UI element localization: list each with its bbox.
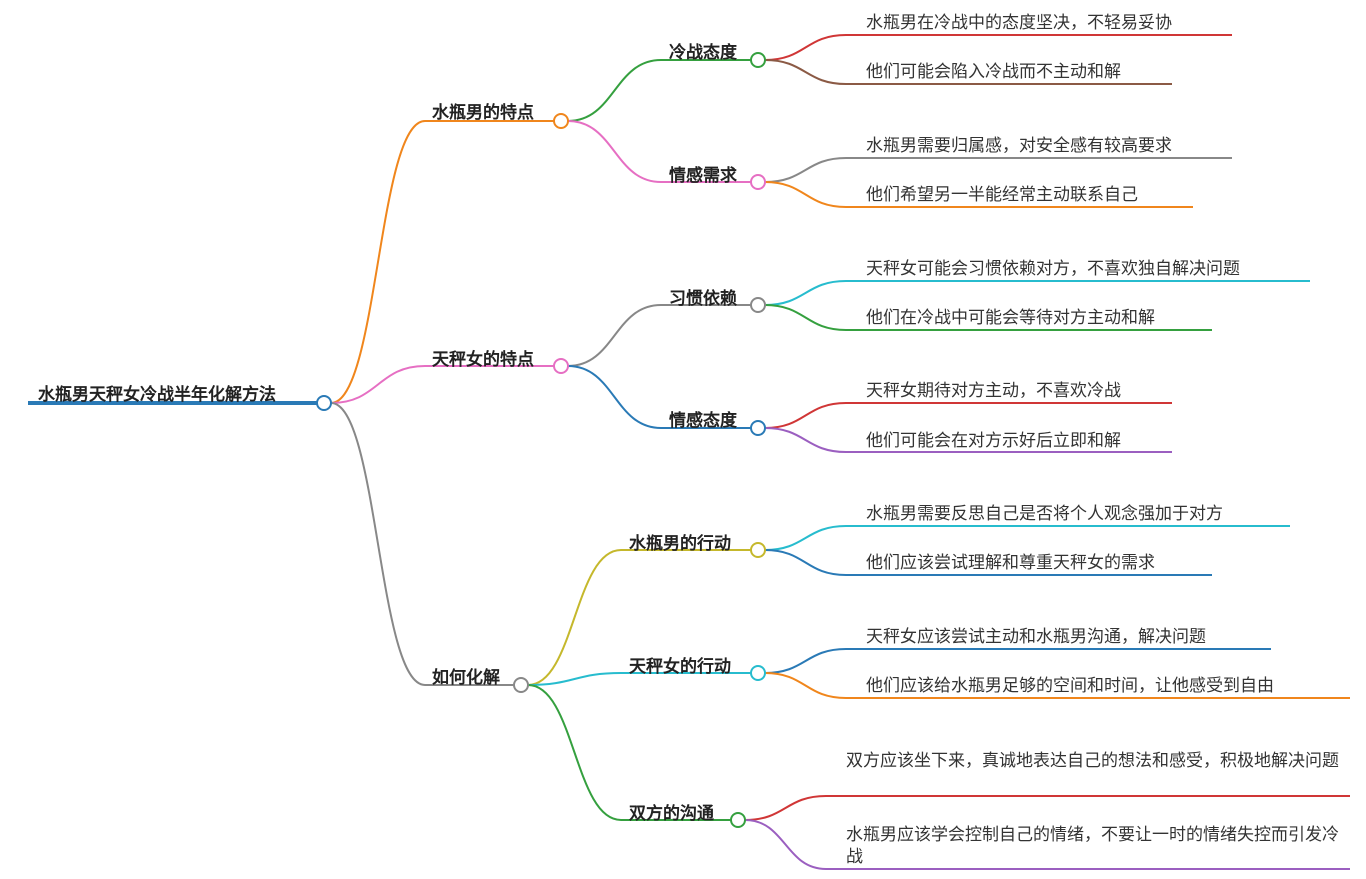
leaf-connector — [764, 280, 847, 306]
leaf-connector — [764, 181, 847, 208]
subbranch-connector — [527, 684, 622, 821]
node-emotional-attitude: 情感态度 — [669, 411, 737, 431]
node-cold-war-attitude: 冷战态度 — [669, 43, 737, 63]
leaf-connector — [744, 819, 827, 870]
leaf-text: 他们应该给水瓶男足够的空间和时间，让他感受到自由 — [866, 676, 1274, 696]
leaf-text: 天秤女应该尝试主动和水瓶男沟通，解决问题 — [866, 627, 1206, 647]
leaf-connector — [764, 427, 847, 453]
node-emotional-needs: 情感需求 — [669, 166, 737, 186]
leaf-text: 水瓶男需要归属感，对安全感有较高要求 — [866, 136, 1172, 156]
leaf-text: 双方应该坐下来，真诚地表达自己的想法和感受，积极地解决问题 — [846, 751, 1339, 771]
subbranch-connector — [567, 59, 662, 122]
branch-connector — [330, 365, 426, 404]
leaf-connector — [764, 402, 847, 429]
subbranch-connector — [527, 549, 622, 686]
leaf-text: 他们可能会在对方示好后立即和解 — [866, 431, 1121, 451]
subbranch-node-circle[interactable] — [750, 665, 766, 681]
subbranch-connector — [527, 672, 622, 686]
subbranch-connector — [567, 120, 662, 183]
subbranch-connector — [567, 304, 662, 367]
leaf-connector — [764, 672, 847, 699]
subbranch-connector — [567, 365, 662, 429]
branch-libra-traits: 天秤女的特点 — [432, 350, 534, 370]
leaf-text: 他们可能会陷入冷战而不主动和解 — [866, 62, 1121, 82]
leaf-text: 他们应该尝试理解和尊重天秤女的需求 — [866, 553, 1155, 573]
node-mutual-communication: 双方的沟通 — [629, 804, 714, 824]
subbranch-node-circle[interactable] — [730, 812, 746, 828]
subbranch-node-circle[interactable] — [750, 420, 766, 436]
root-node-circle[interactable] — [316, 395, 332, 411]
subbranch-node-circle[interactable] — [750, 297, 766, 313]
leaf-connector — [764, 525, 847, 551]
leaf-connector — [764, 34, 847, 61]
branch-node-circle[interactable] — [553, 113, 569, 129]
leaf-connector — [764, 648, 847, 674]
branch-how-to-resolve: 如何化解 — [432, 668, 500, 688]
subbranch-node-circle[interactable] — [750, 542, 766, 558]
leaf-connector — [764, 59, 847, 85]
root-label: 水瓶男天秤女冷战半年化解方法 — [38, 385, 276, 405]
leaf-text: 他们在冷战中可能会等待对方主动和解 — [866, 308, 1155, 328]
leaf-text: 水瓶男在冷战中的态度坚决，不轻易妥协 — [866, 13, 1172, 33]
branch-aquarius-traits: 水瓶男的特点 — [432, 103, 534, 123]
branch-connector — [330, 120, 426, 404]
branch-connector — [330, 402, 426, 686]
node-libra-actions: 天秤女的行动 — [629, 657, 731, 677]
leaf-text: 天秤女可能会习惯依赖对方，不喜欢独自解决问题 — [866, 259, 1240, 279]
branch-node-circle[interactable] — [513, 677, 529, 693]
leaf-connector — [764, 549, 847, 576]
leaf-text: 他们希望另一半能经常主动联系自己 — [866, 185, 1138, 205]
leaf-text: 水瓶男应该学会控制自己的情绪，不要让一时的情绪失控而引发冷战 — [846, 825, 1339, 867]
leaf-connector — [764, 157, 847, 183]
branch-node-circle[interactable] — [553, 358, 569, 374]
node-aquarius-actions: 水瓶男的行动 — [629, 534, 731, 554]
leaf-connector — [764, 304, 847, 331]
subbranch-node-circle[interactable] — [750, 52, 766, 68]
node-habitual-dependence: 习惯依赖 — [669, 289, 737, 309]
leaf-text: 水瓶男需要反思自己是否将个人观念强加于对方 — [866, 504, 1223, 524]
leaf-text: 天秤女期待对方主动，不喜欢冷战 — [866, 381, 1121, 401]
subbranch-node-circle[interactable] — [750, 174, 766, 190]
leaf-connector — [744, 795, 827, 821]
